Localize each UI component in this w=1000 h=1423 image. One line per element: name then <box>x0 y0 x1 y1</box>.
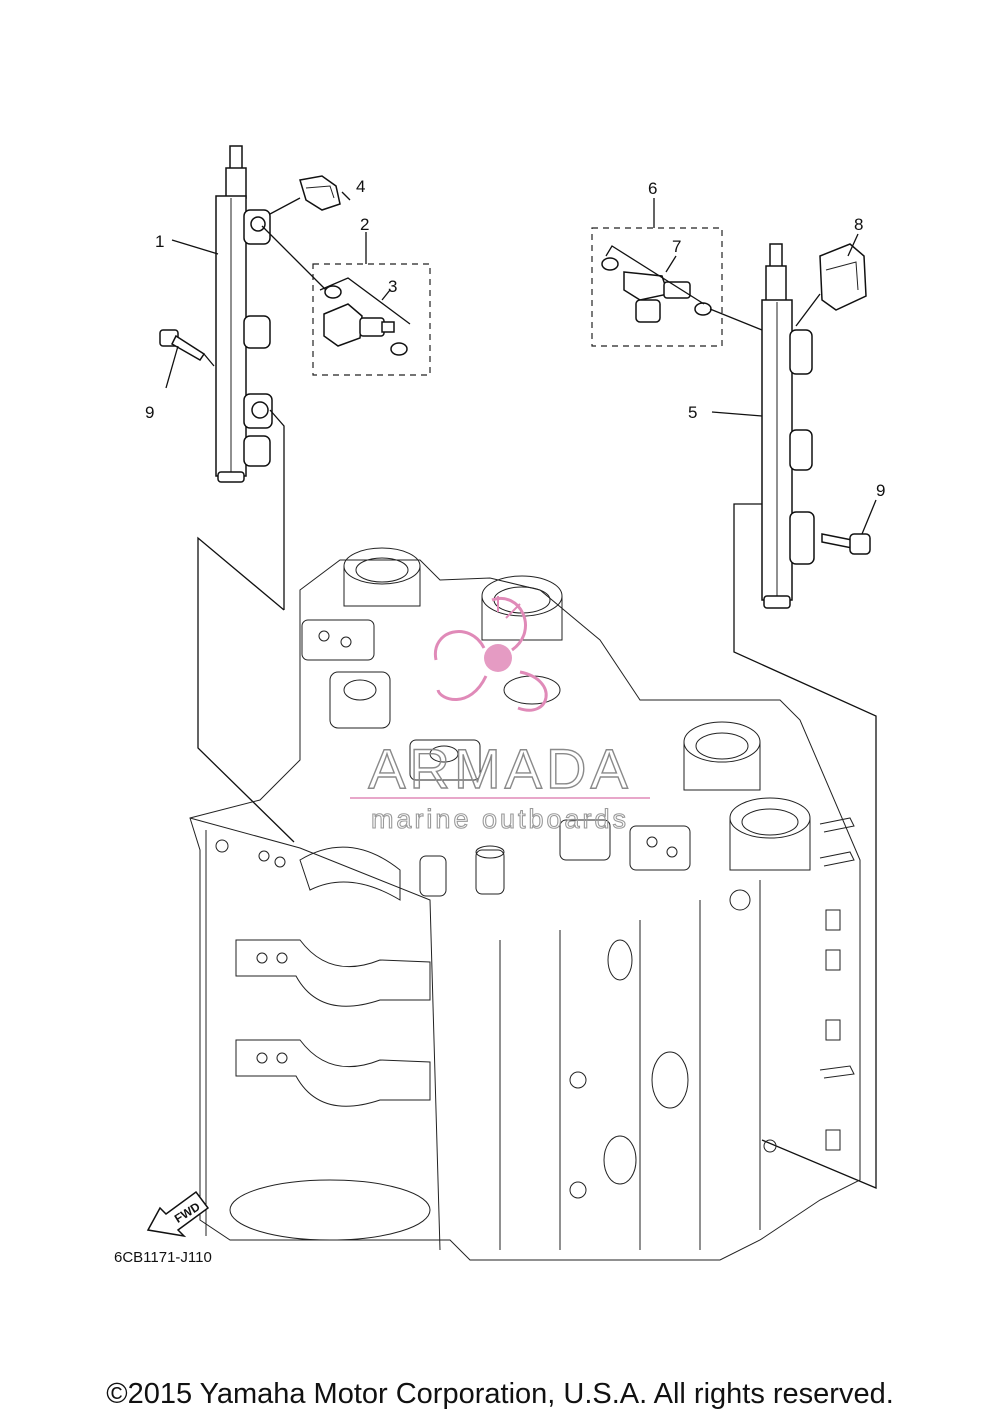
leader-lines <box>165 191 877 1189</box>
callout-2: 2 <box>360 215 369 234</box>
callout-labels: 1 2 3 4 5 6 7 8 9 9 <box>145 177 885 500</box>
fwd-arrow: FWD <box>146 1190 210 1238</box>
injector-kit-right <box>591 227 723 347</box>
callout-4: 4 <box>356 177 365 196</box>
callout-6: 6 <box>648 179 657 198</box>
bolt-left <box>159 329 206 361</box>
clip-left <box>299 175 341 211</box>
engine-block <box>189 547 861 1261</box>
fuel-rail-right <box>761 243 815 609</box>
watermark-subtitle: marine outboards <box>371 804 629 834</box>
injector-kit-left <box>312 263 431 376</box>
copyright-notice: ©2015 Yamaha Motor Corporation, U.S.A. A… <box>106 1378 894 1410</box>
callout-8: 8 <box>854 215 863 234</box>
bolt-right <box>821 533 871 555</box>
fuel-rail-left <box>215 145 273 483</box>
callout-7: 7 <box>672 237 681 256</box>
callout-5: 5 <box>688 403 697 422</box>
callout-1: 1 <box>155 232 164 251</box>
callout-3: 3 <box>388 277 397 296</box>
clip-right <box>819 243 867 311</box>
watermark-title: ARMADA <box>368 737 632 800</box>
callout-9-left: 9 <box>145 403 154 422</box>
watermark: ARMADA marine outboards <box>350 596 650 835</box>
callout-9-right: 9 <box>876 481 885 500</box>
diagram-code: 6CB1171-J110 <box>114 1249 212 1266</box>
watermark-logo <box>433 596 548 712</box>
